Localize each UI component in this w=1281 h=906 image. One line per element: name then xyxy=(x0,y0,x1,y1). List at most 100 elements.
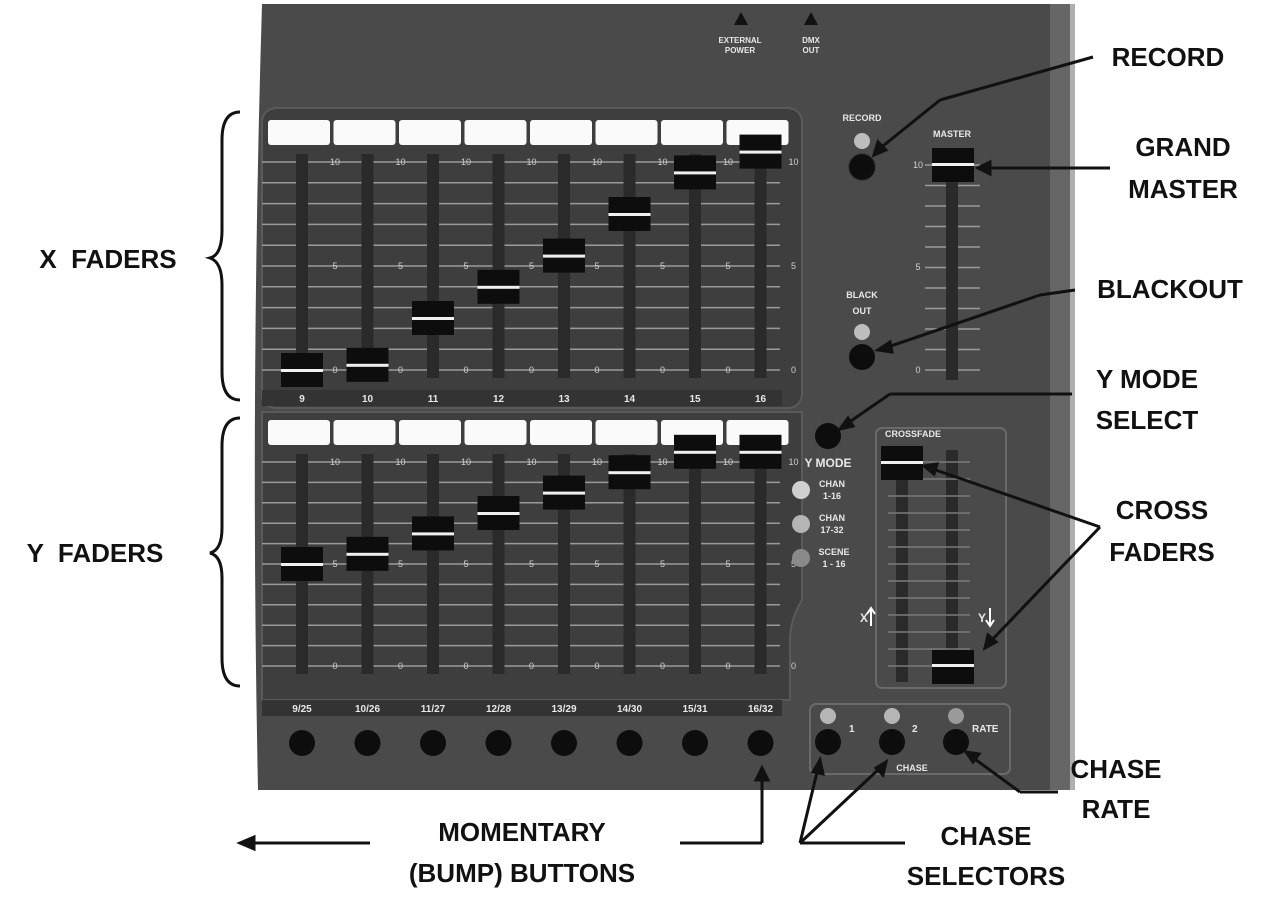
x-scale-label: 5 xyxy=(463,261,468,271)
y-scale-label: 10 xyxy=(657,457,667,467)
bump-arrow-icon xyxy=(753,764,771,782)
record-button[interactable] xyxy=(848,153,876,181)
chase-1-led xyxy=(820,708,836,724)
y-mode-select-callout-2: SELECT xyxy=(1096,405,1199,435)
y-fader-track xyxy=(492,454,505,674)
y-mode-button[interactable] xyxy=(815,423,841,449)
y-fader-cap-line xyxy=(412,532,454,536)
chase-1-button[interactable] xyxy=(815,729,841,755)
chase-rate-label: RATE xyxy=(972,724,999,735)
x-scale-label: 0 xyxy=(594,365,599,375)
x-fader-track xyxy=(427,154,439,378)
blackout-callout-line xyxy=(1039,288,1076,297)
crossfade-y-label: Y xyxy=(978,611,986,625)
dmx-out-label-2: OUT xyxy=(803,46,820,55)
y-scale-label: 10 xyxy=(330,457,340,467)
bump-button[interactable] xyxy=(354,730,381,756)
y-mode-option-1-b: 1-16 xyxy=(823,491,841,501)
y-mode-arrow-icon xyxy=(836,415,856,432)
x-scale-label: 10 xyxy=(461,157,471,167)
y-scale-label: 5 xyxy=(332,559,337,569)
record-callout-line xyxy=(939,55,1094,102)
y-scale-label: 5 xyxy=(594,559,599,569)
bump-button[interactable] xyxy=(747,730,774,756)
bump-buttons-callout-2: (BUMP) BUTTONS xyxy=(409,858,635,888)
y-scale-label: 5 xyxy=(725,559,730,569)
y-mode-led-scene xyxy=(792,549,810,567)
y-faders-brace xyxy=(209,416,241,688)
chase-2-led xyxy=(884,708,900,724)
x-scale-label: 5 xyxy=(594,261,599,271)
y-scale-label: 10 xyxy=(592,457,602,467)
x-fader-track xyxy=(361,154,374,378)
x-scale-label: 0 xyxy=(529,365,534,375)
x-fader-cap-line xyxy=(412,317,454,320)
bump-buttons-callout-1: MOMENTARY xyxy=(438,817,606,847)
y-scale-label: 5 xyxy=(791,559,796,569)
x-scribble-strip xyxy=(333,120,396,145)
master-scale-label: 0 xyxy=(915,365,920,375)
y-mode-select-callout-1: Y MODE xyxy=(1096,364,1198,394)
y-channel-label: 16/32 xyxy=(748,704,773,715)
y-scribble-strip xyxy=(464,420,527,445)
y-mode-option-3-b: 1 - 16 xyxy=(822,559,845,569)
y-fader-section xyxy=(261,411,803,701)
record-panel-label: RECORD xyxy=(842,113,882,123)
y-scale-label: 0 xyxy=(594,661,599,671)
master-fader-track xyxy=(946,150,958,380)
chase-2-button[interactable] xyxy=(879,729,905,755)
cross-faders-callout-2: FADERS xyxy=(1109,537,1214,567)
chase-rate-button[interactable] xyxy=(943,729,969,755)
y-fader-track xyxy=(689,454,701,674)
chase-2-label: 2 xyxy=(912,724,918,735)
y-fader-cap-line xyxy=(281,563,323,566)
x-scribble-strip xyxy=(268,120,330,145)
y-mode-option-2-a: CHAN xyxy=(819,513,845,523)
bump-button[interactable] xyxy=(551,730,577,756)
bump-button[interactable] xyxy=(682,730,708,756)
chase-rate-callout-1: CHASE xyxy=(1070,754,1161,784)
x-scale-label: 10 xyxy=(657,157,667,167)
chase-rate-led xyxy=(948,708,964,724)
x-scale-label: 5 xyxy=(529,261,534,271)
chase-selectors-arrow-icon-2 xyxy=(873,758,889,778)
x-fader-cap-line xyxy=(608,213,651,216)
y-fader-cap-line xyxy=(608,471,651,475)
bump-button[interactable] xyxy=(420,730,446,756)
arrow-down-icon xyxy=(985,608,995,628)
y-scale-label: 0 xyxy=(725,661,730,671)
x-fader-cap-line xyxy=(477,285,520,289)
y-mode-led-chan-1-16 xyxy=(792,481,810,499)
x-channel-label: 14 xyxy=(624,394,636,405)
left-arrow-icon xyxy=(236,834,256,852)
y-scale-label: 0 xyxy=(332,661,337,671)
x-scale-label: 0 xyxy=(398,365,403,375)
x-fader-track xyxy=(623,154,636,378)
x-scribble-strip xyxy=(464,120,527,145)
y-scale-label: 0 xyxy=(529,661,534,671)
x-channel-label: 9 xyxy=(299,394,305,405)
bump-button[interactable] xyxy=(289,730,315,756)
x-scale-label: 10 xyxy=(788,157,798,167)
record-callout: RECORD xyxy=(1112,42,1225,72)
blackout-panel-label-1: BLACK xyxy=(846,290,878,300)
chase-selectors-line-2 xyxy=(798,766,882,845)
x-scale-label: 10 xyxy=(723,157,733,167)
bump-button[interactable] xyxy=(485,730,512,756)
y-fader-cap-line xyxy=(674,450,716,454)
y-fader-track xyxy=(623,454,636,674)
x-scale-label: 10 xyxy=(526,157,536,167)
x-scale-label: 10 xyxy=(395,157,405,167)
blackout-led xyxy=(854,324,870,340)
crossfade-section xyxy=(875,427,1007,689)
y-mode-option-2-b: 17-32 xyxy=(820,525,843,535)
y-scale-label: 0 xyxy=(398,661,403,671)
master-scale-label: 5 xyxy=(915,262,920,272)
x-scribble-strip xyxy=(530,120,592,145)
x-fader-track xyxy=(689,154,701,378)
y-scale-label: 10 xyxy=(723,457,733,467)
grand-master-arrow-icon xyxy=(974,159,992,177)
bump-button[interactable] xyxy=(616,730,643,756)
chase-selectors-line-1 xyxy=(798,767,820,844)
blackout-button[interactable] xyxy=(849,344,875,370)
